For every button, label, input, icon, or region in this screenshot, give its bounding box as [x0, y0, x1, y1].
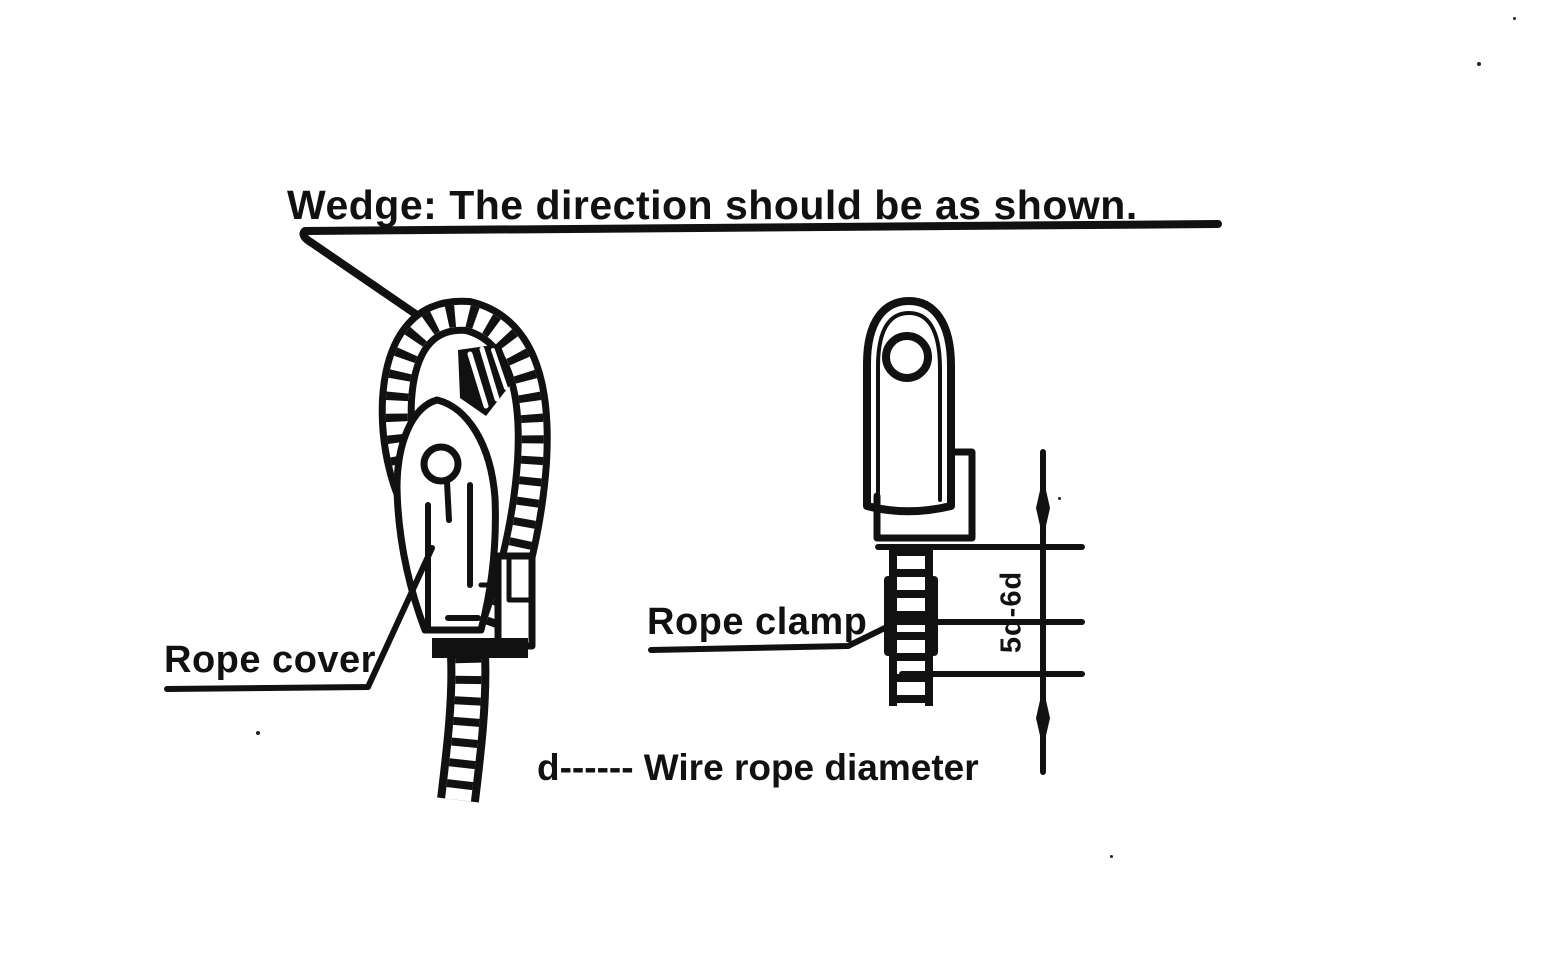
- rope-clamp-leader: [648, 623, 892, 653]
- clamp-spacing-dimension: 5d-6d: [995, 570, 1028, 654]
- rope-cover-label: Rope cover: [164, 639, 376, 681]
- socket-bottom-band: [432, 638, 528, 658]
- scan-speck: [256, 731, 260, 735]
- rope-loop: [378, 297, 551, 635]
- wedge-socket-figure: [164, 297, 551, 803]
- wire-rope-diameter-legend: d------ Wire rope diameter: [537, 747, 979, 788]
- arrowhead-top: [1036, 477, 1050, 539]
- rope-cover-leader: [164, 545, 435, 692]
- scan-speck: [1058, 497, 1061, 500]
- pin-hole: [420, 443, 462, 485]
- rope-clamp-figure: [648, 297, 1085, 775]
- clevis: [863, 297, 955, 516]
- dimension-lines: [875, 449, 1085, 775]
- scan-speck: [1513, 17, 1516, 20]
- clevis-hole: [882, 332, 932, 382]
- page-title: Wedge: The direction should be as shown.: [287, 182, 1138, 228]
- rope-tail-left: [437, 654, 490, 803]
- socket-bracket: [873, 448, 976, 542]
- heading-underline-leader: [299, 220, 1222, 330]
- wedge: [458, 344, 514, 416]
- rope-tail-right: [884, 548, 938, 706]
- scan-speck: [1110, 855, 1113, 858]
- arrowhead-bottom: [1036, 687, 1050, 749]
- scan-speck: [1477, 62, 1481, 66]
- rope-clamp-label: Rope clamp: [647, 601, 868, 643]
